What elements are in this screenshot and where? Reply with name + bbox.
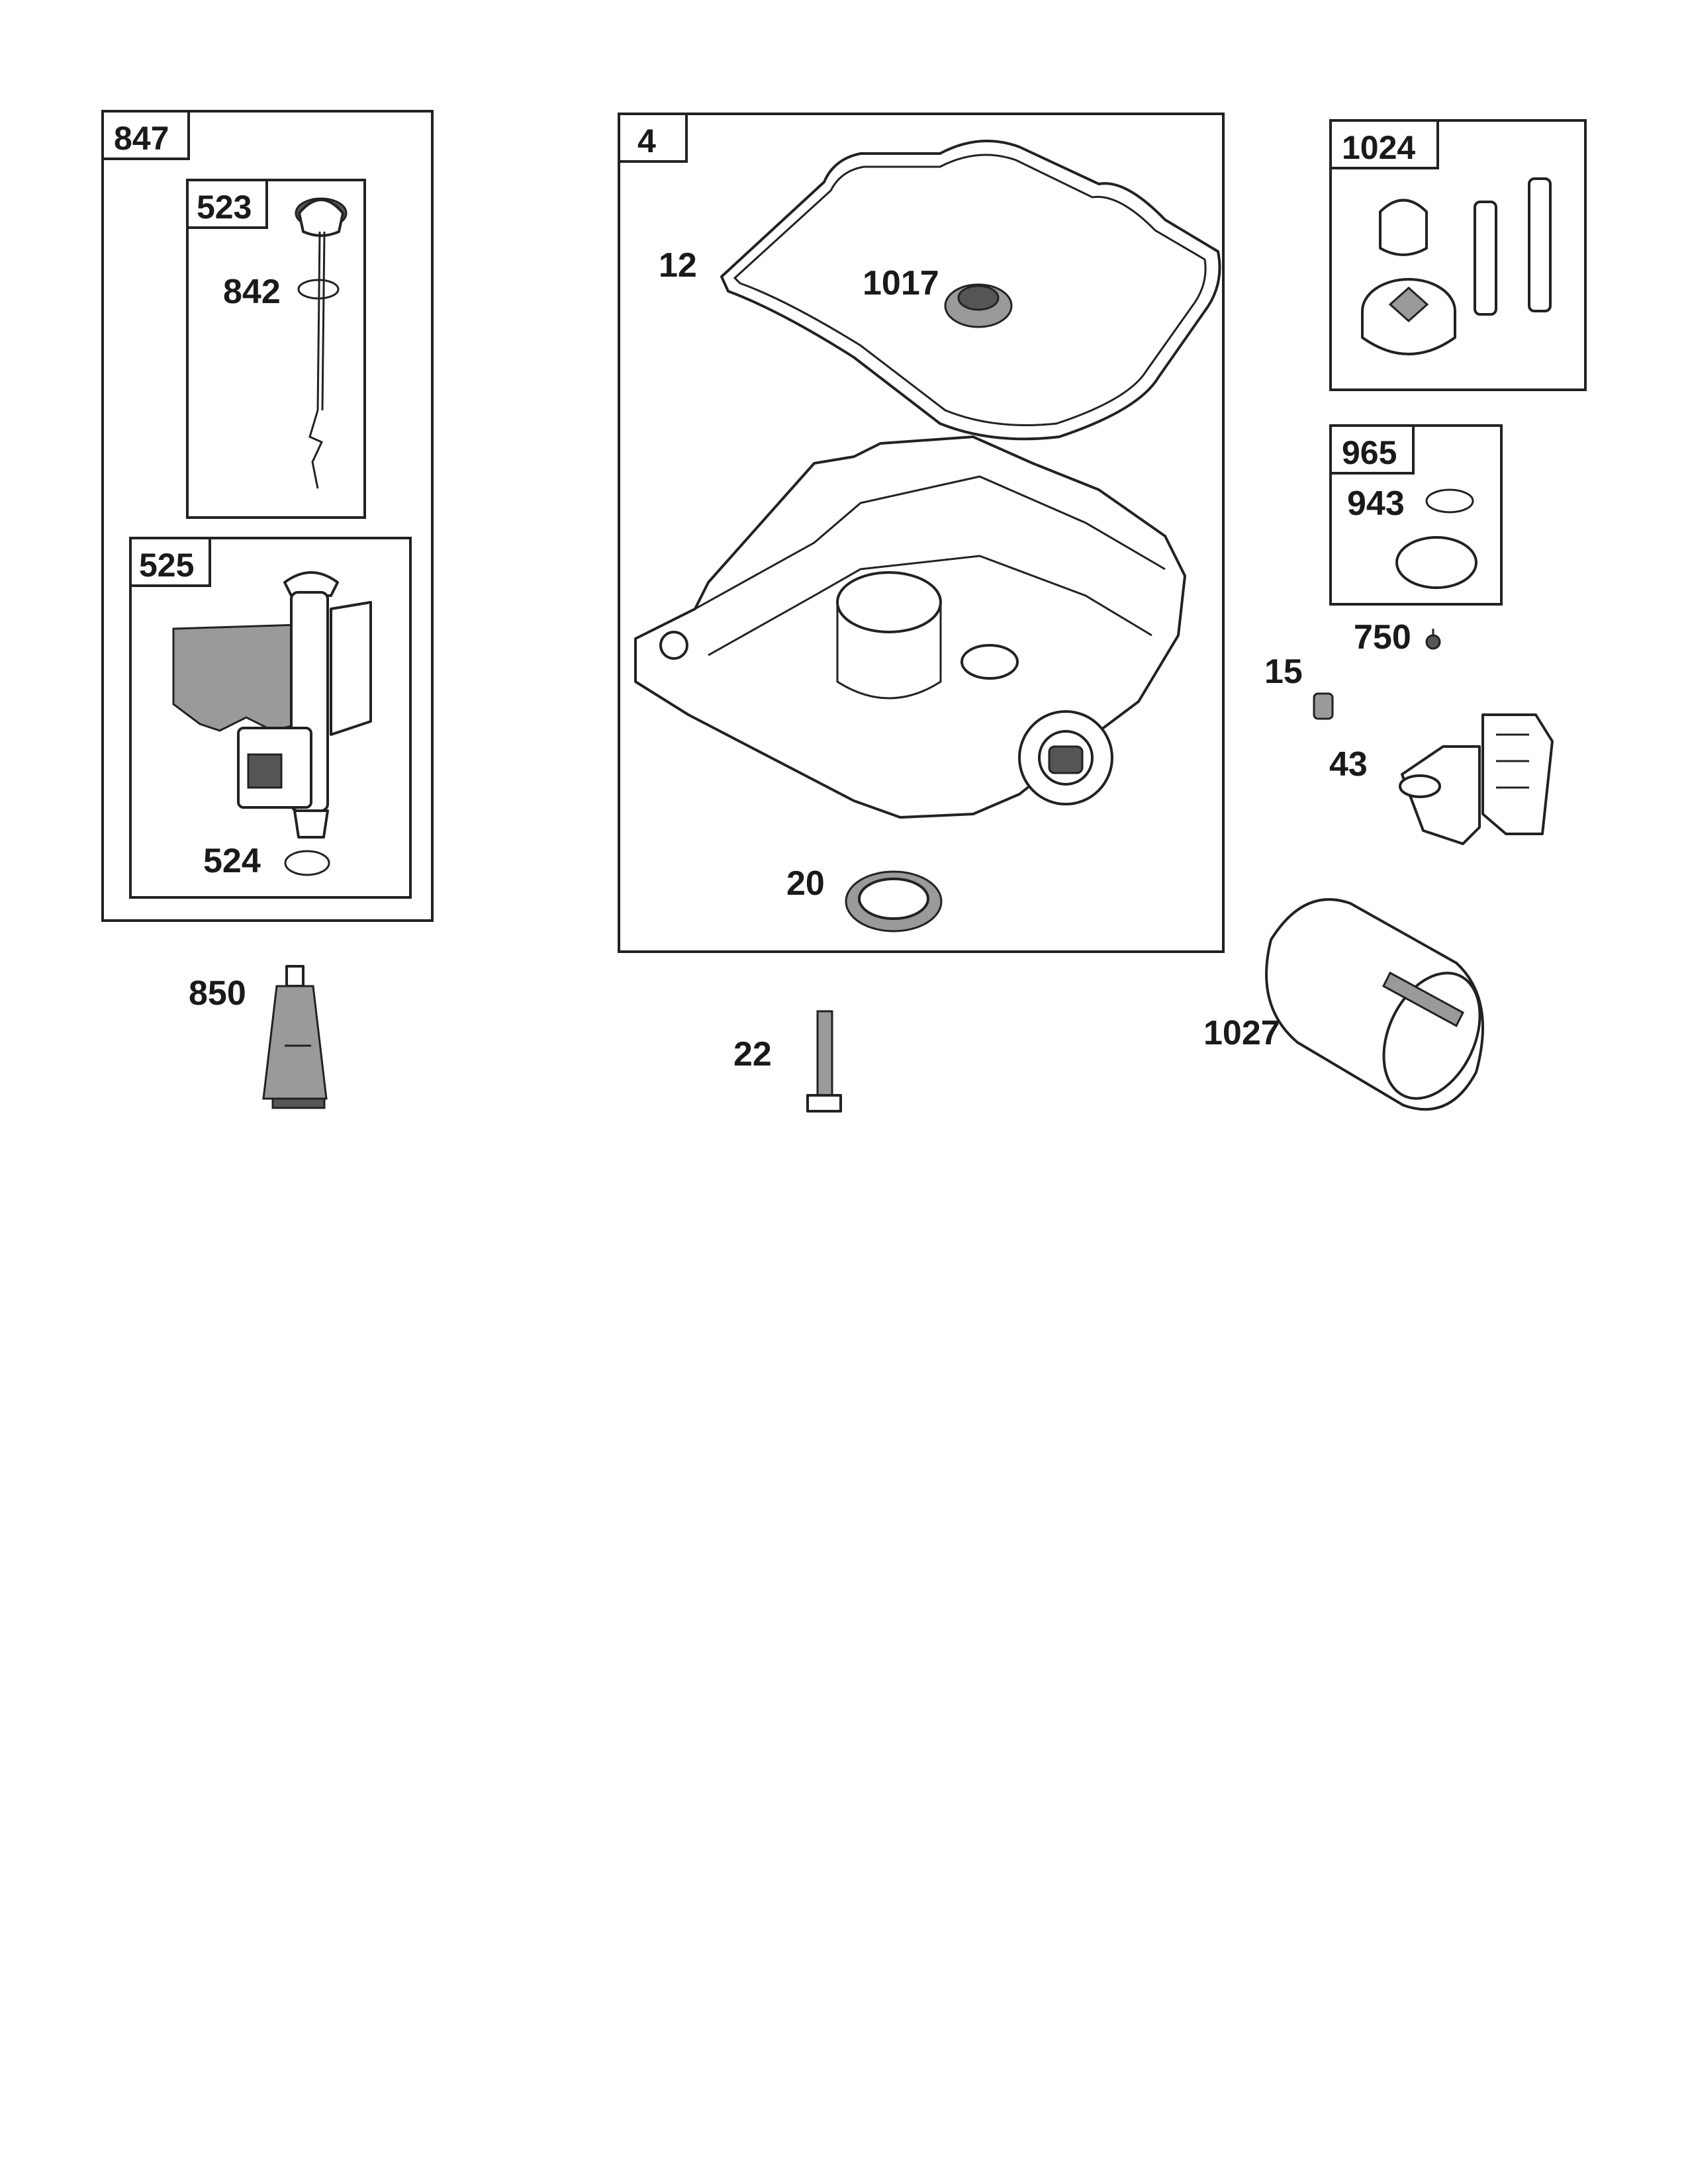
- group-1024: 1024: [1329, 119, 1587, 391]
- callout-22: 22: [733, 1035, 772, 1073]
- sump-cover-part: [634, 435, 1186, 819]
- group-847: 847 523 842 525: [101, 110, 434, 922]
- screw-750-part: [1425, 629, 1441, 650]
- group-525: 525 524: [129, 537, 412, 899]
- callout-850: 850: [189, 974, 246, 1013]
- callout-943: 943: [1347, 484, 1405, 523]
- group-1024-label: 1024: [1342, 129, 1415, 166]
- o-ring-943: [1425, 488, 1474, 514]
- plug-15-part: [1313, 692, 1334, 720]
- callout-43: 43: [1329, 745, 1368, 784]
- cover-plate-part: [1395, 536, 1477, 589]
- group-847-label: 847: [114, 120, 169, 157]
- callout-524: 524: [203, 842, 261, 880]
- group-965-label: 965: [1342, 434, 1397, 471]
- dipstick-part: [295, 197, 348, 489]
- callout-842: 842: [223, 273, 281, 311]
- callout-20: 20: [786, 864, 825, 903]
- plug-1017-part: [944, 283, 1013, 328]
- o-ring-842: [297, 279, 340, 300]
- callout-750: 750: [1354, 618, 1411, 657]
- callout-1027: 1027: [1203, 1014, 1280, 1052]
- callout-12: 12: [659, 246, 697, 285]
- callout-15: 15: [1264, 653, 1303, 691]
- oil-sensor-bracket-part: [1399, 713, 1554, 845]
- o-ring-524: [284, 850, 330, 876]
- part-850: 850: [189, 965, 328, 1109]
- oil-pump-rotor-part: [1361, 177, 1552, 355]
- oil-filter-part: [1265, 898, 1484, 1111]
- part-22: 22: [733, 1010, 842, 1113]
- group-965: 965 943: [1329, 424, 1503, 606]
- group-4-label: 4: [637, 122, 656, 159]
- group-523: 523 842: [186, 179, 366, 519]
- group-523-label: 523: [197, 189, 252, 226]
- group-525-label: 525: [139, 547, 194, 584]
- group-4: 4 12 1017 20: [618, 113, 1225, 953]
- dipstick-tube-part: [172, 571, 372, 839]
- callout-1017: 1017: [863, 264, 939, 302]
- seal-20-part: [845, 870, 943, 933]
